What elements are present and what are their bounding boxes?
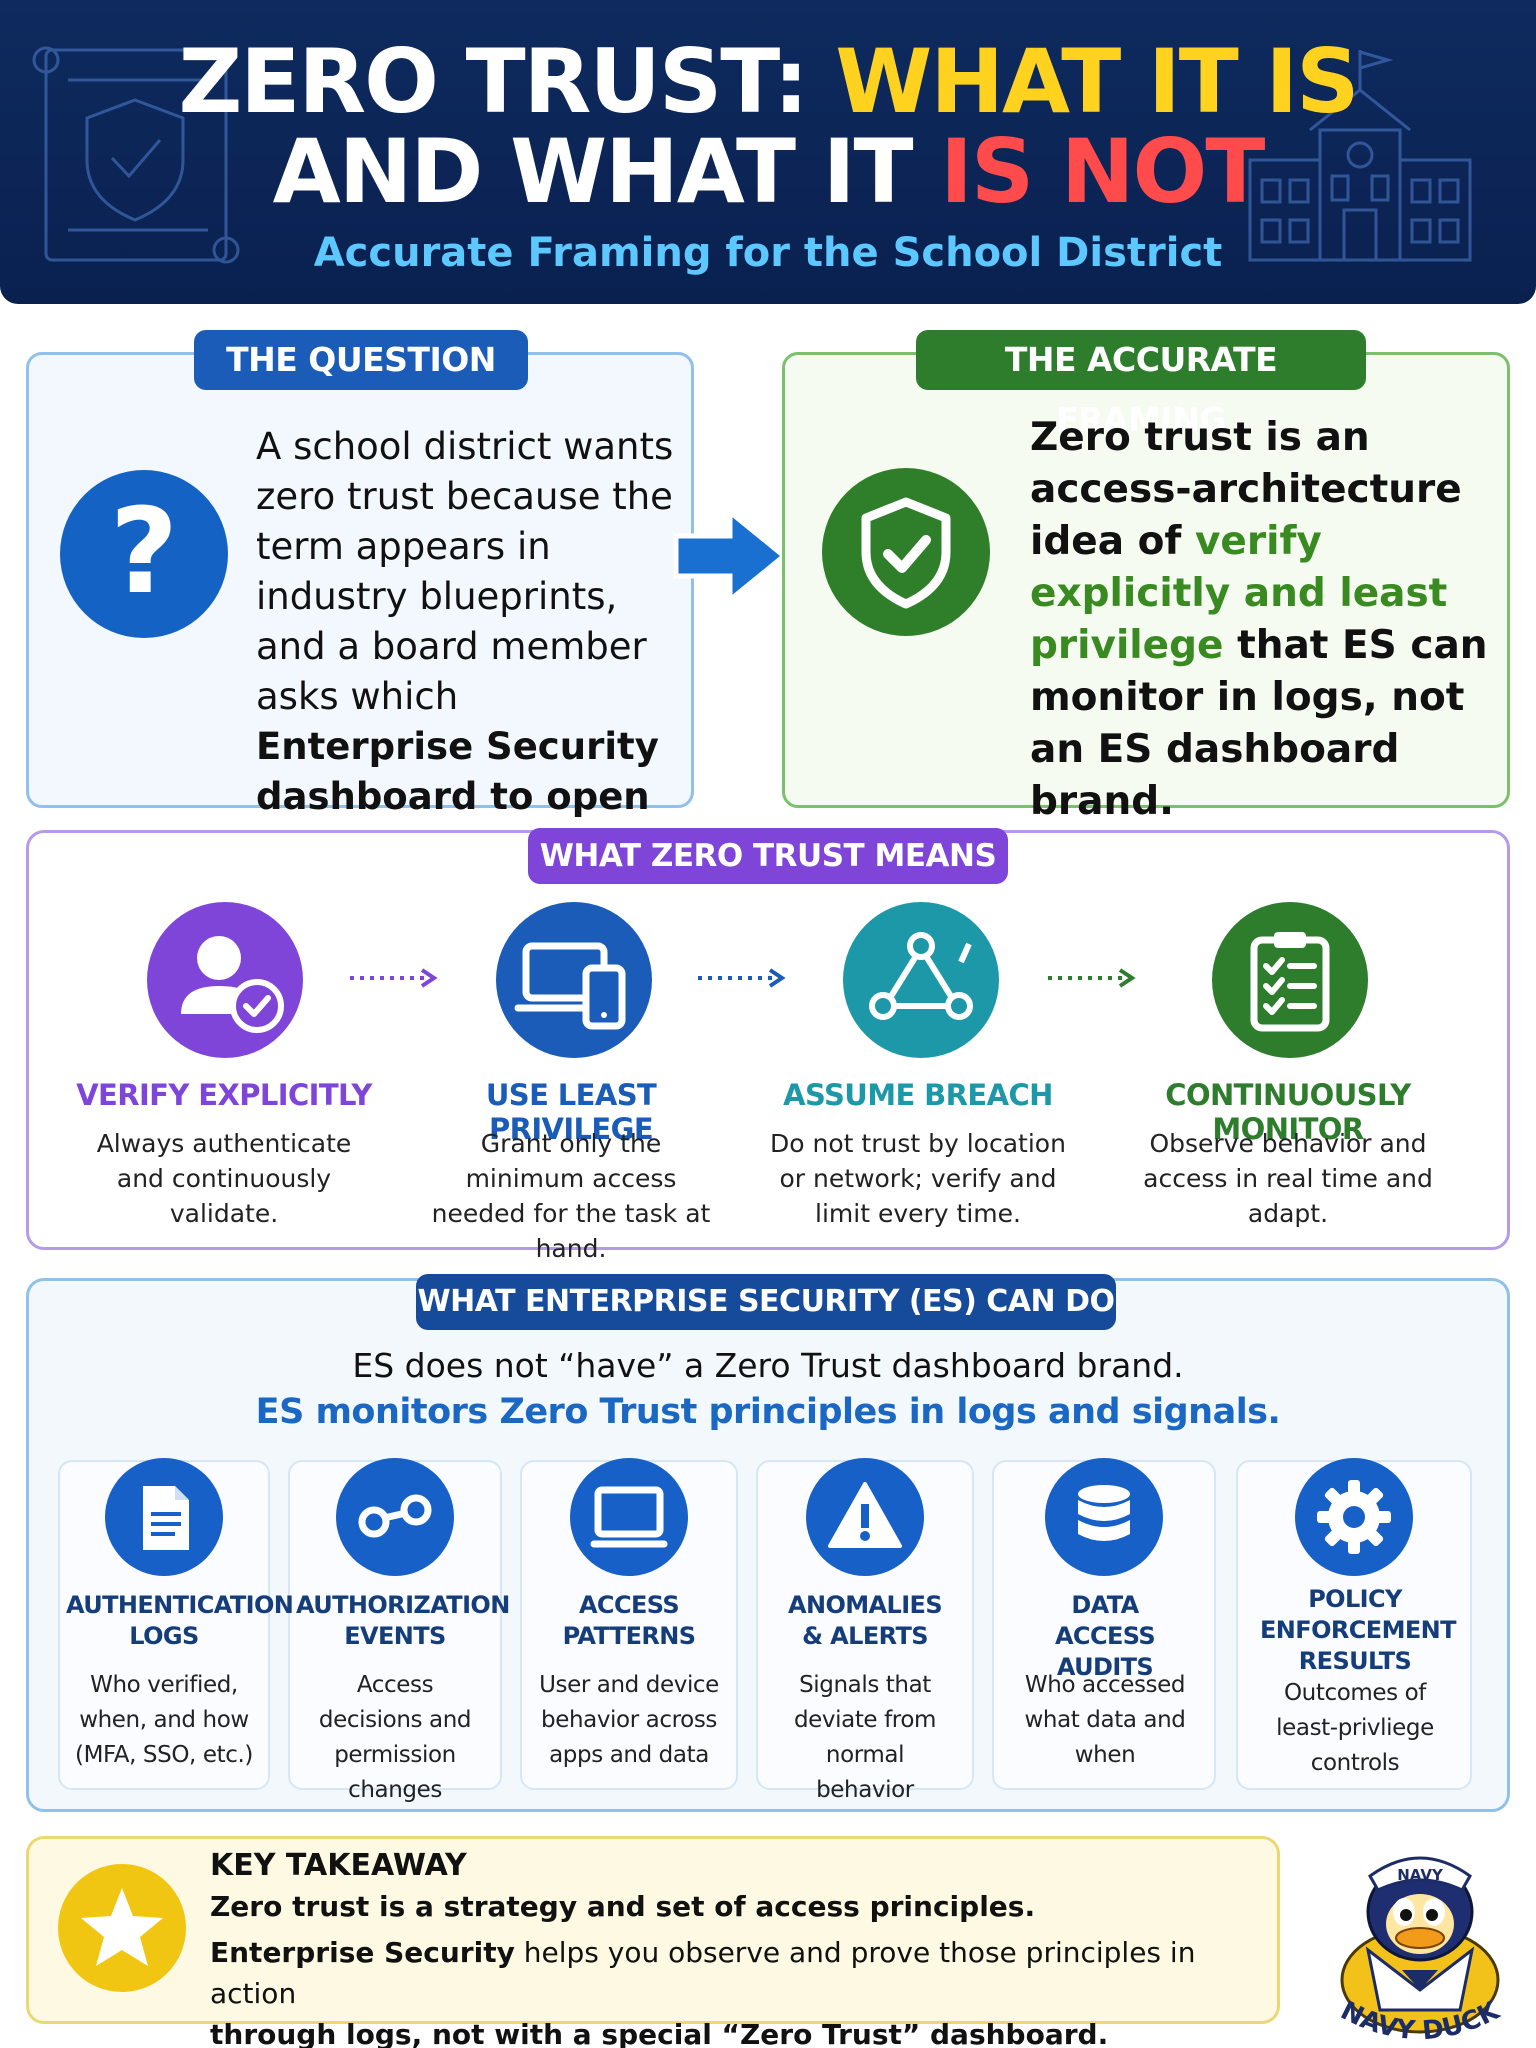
means-desc-least-privilege: Grant only the minimum access needed for… bbox=[431, 1129, 711, 1263]
gear-icon bbox=[1295, 1458, 1413, 1576]
dotted-arrow-icon bbox=[698, 968, 786, 988]
svg-text:?: ? bbox=[110, 482, 178, 620]
takeaway-line-2: Enterprise Security helps you observe an… bbox=[210, 1936, 1196, 2048]
es-card-desc: User and device behavior across apps and… bbox=[539, 1672, 719, 1768]
document-icon bbox=[105, 1458, 223, 1576]
means-desc-assume-breach: Do not trust by location or network; ver… bbox=[770, 1129, 1066, 1228]
question-mark-icon: ? bbox=[60, 470, 228, 638]
means-desc-verify: Always authenticate and continuously val… bbox=[96, 1129, 352, 1228]
means-title-monitor: CONTINUOUSLY MONITOR bbox=[1165, 1078, 1411, 1146]
arrow-right-icon bbox=[673, 506, 788, 606]
framing-text: Zero trust is an access-architecture ide… bbox=[1030, 415, 1488, 824]
database-icon bbox=[1045, 1458, 1163, 1576]
takeaway-line-1: Zero trust is a strategy and set of acce… bbox=[210, 1890, 1036, 1923]
devices-icon bbox=[496, 902, 652, 1058]
link-icon bbox=[336, 1458, 454, 1576]
means-title-verify: VERIFY EXPLICITLY bbox=[76, 1078, 372, 1112]
question-label: THE QUESTION bbox=[194, 330, 528, 390]
es-card-title: ANOMALIES & ALERTS bbox=[787, 1591, 943, 1650]
header-banner: ZERO TRUST: WHAT IT IS AND WHAT IT IS NO… bbox=[0, 0, 1536, 304]
page-title-line-1: ZERO TRUST: WHAT IT IS bbox=[178, 30, 1360, 133]
takeaway-heading: KEY TAKEAWAY bbox=[210, 1848, 467, 1883]
page-title-line-2: AND WHAT IT IS NOT bbox=[272, 120, 1266, 223]
means-desc-monitor: Observe behavior and access in real time… bbox=[1143, 1129, 1433, 1228]
es-card-title: AUTHORIZATION EVENTS bbox=[296, 1591, 510, 1650]
mascot-hat-text: NAVY bbox=[1397, 1866, 1444, 1884]
school-building-icon bbox=[1248, 50, 1472, 262]
es-statement-highlight: ES monitors Zero Trust principles in log… bbox=[255, 1392, 1281, 1432]
es-card-desc: Access decisions and permission changes bbox=[318, 1672, 472, 1803]
es-label: WHAT ENTERPRISE SECURITY (ES) CAN DO bbox=[416, 1274, 1116, 1330]
es-card-title: AUTHENTICATION LOGS bbox=[66, 1591, 294, 1650]
dotted-arrow-icon bbox=[350, 968, 438, 988]
framing-label: THE ACCURATE FRAMING bbox=[916, 330, 1366, 439]
page-subtitle: Accurate Framing for the School District bbox=[313, 230, 1223, 276]
es-card-desc: Signals that deviate from normal behavio… bbox=[793, 1672, 937, 1803]
question-text: A school district wants zero trust becau… bbox=[256, 425, 674, 868]
means-title-assume-breach: ASSUME BREACH bbox=[783, 1078, 1053, 1112]
es-card-desc: Outcomes of least-privliege controls bbox=[1276, 1680, 1434, 1776]
shield-check-icon bbox=[822, 468, 990, 636]
warning-icon bbox=[806, 1458, 924, 1576]
monitor-icon bbox=[570, 1458, 688, 1576]
clipboard-check-icon bbox=[1212, 902, 1368, 1058]
navy-duck-mascot: NAVY NAVY DUCK bbox=[1336, 1856, 1505, 2045]
dotted-arrow-icon bbox=[1048, 968, 1136, 988]
takeaway-panel bbox=[26, 1836, 1280, 2024]
star-icon bbox=[58, 1864, 186, 1992]
means-label: WHAT ZERO TRUST MEANS bbox=[528, 828, 1008, 884]
framing-panel bbox=[782, 352, 1510, 808]
user-check-icon bbox=[147, 902, 303, 1058]
es-statement: ES does not “have” a Zero Trust dashboar… bbox=[352, 1346, 1184, 1385]
es-card-title: ACCESS PATTERNS bbox=[562, 1591, 696, 1650]
means-title-least-privilege: USE LEAST PRIVILEGE bbox=[485, 1078, 657, 1146]
es-card-title: POLICY ENFORCEMENT RESULTS bbox=[1260, 1585, 1457, 1675]
blueprint-shield-icon bbox=[32, 46, 240, 264]
es-card-title: DATA ACCESS AUDITS bbox=[1054, 1591, 1156, 1681]
network-icon bbox=[843, 902, 999, 1058]
es-card-desc: Who accessed what data and when bbox=[1024, 1672, 1186, 1768]
es-card-desc: Who verified, when, and how (MFA, SSO, e… bbox=[75, 1672, 253, 1768]
